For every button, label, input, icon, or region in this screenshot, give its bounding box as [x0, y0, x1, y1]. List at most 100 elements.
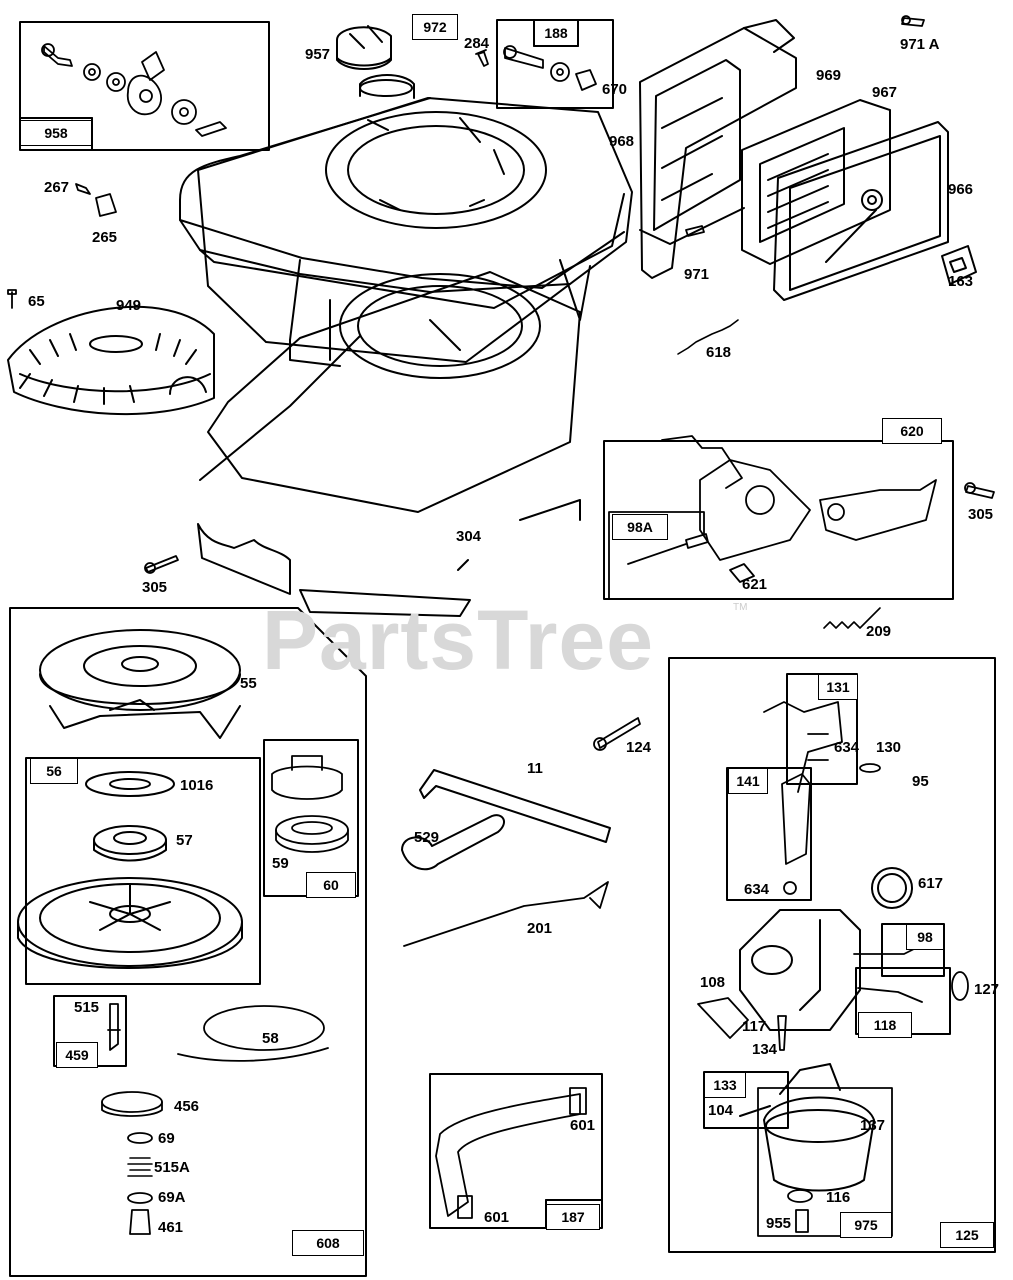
kit-958-parts: [41, 43, 227, 137]
label-108: 108: [700, 974, 726, 991]
kit-958-box: [19, 21, 270, 151]
label-305-right: 305: [968, 506, 994, 523]
label-98A: 98A: [612, 514, 668, 540]
screw-305-left: [144, 555, 179, 574]
kit-56-box: [25, 757, 261, 985]
label-966: 966: [948, 181, 974, 198]
label-131: 131: [818, 674, 858, 700]
label-634-upper: 634: [834, 739, 860, 756]
screw-124: [593, 717, 641, 751]
label-975: 975: [840, 1212, 892, 1238]
label-125: 125: [940, 1222, 994, 1248]
float-bowl-137: [739, 1063, 875, 1192]
kit-141-box: [726, 767, 812, 901]
label-163: 163: [948, 273, 974, 290]
washer-69: [127, 1132, 153, 1144]
label-188: 188: [534, 20, 578, 46]
label-95: 95: [912, 773, 929, 790]
label-972: 972: [412, 14, 458, 40]
carburetor-kit-125-box: [668, 657, 996, 1253]
label-515A: 515A: [154, 1159, 190, 1176]
label-98: 98: [906, 924, 944, 950]
blower-housing-304: [197, 271, 581, 617]
link-201: [403, 881, 609, 947]
carburetor-body: [739, 909, 861, 1031]
kit-188-parts: [475, 45, 597, 91]
kit-133-box: [703, 1071, 789, 1129]
watermark: PartsTree: [262, 593, 654, 687]
fuel-tank-housing: [179, 74, 633, 367]
fuel-line: [435, 1087, 587, 1219]
plate-108: [697, 997, 749, 1039]
dog-456: [101, 1091, 163, 1117]
kit-975-box: [757, 1087, 893, 1237]
air-cleaner-cover-966: [773, 121, 949, 301]
label-955: 955: [766, 1215, 792, 1232]
label-529: 529: [414, 829, 440, 846]
label-971: 971: [684, 266, 710, 283]
washer-1016: [85, 771, 175, 797]
label-620: 620: [882, 418, 942, 444]
kit-98A-box: [608, 511, 705, 599]
label-265: 265: [92, 229, 118, 246]
screw-305-right: [964, 482, 995, 499]
label-304: 304: [456, 528, 482, 545]
label-133: 133: [704, 1072, 746, 1098]
choke-shaft-131: [763, 701, 843, 793]
label-69: 69: [158, 1130, 175, 1147]
label-1016: 1016: [180, 777, 214, 794]
label-957: 957: [305, 46, 331, 63]
label-69A: 69A: [158, 1189, 186, 1206]
handle-60: [271, 755, 349, 853]
screw-955: [795, 1209, 809, 1233]
watermark-trademark: TM: [733, 602, 748, 613]
rope-58: [177, 1005, 329, 1062]
label-601-upper: 601: [570, 1117, 596, 1134]
gasket-617: [871, 867, 913, 909]
label-968: 968: [609, 133, 635, 150]
label-137: 137: [860, 1117, 886, 1134]
label-969: 969: [816, 67, 842, 84]
label-949: 949: [116, 297, 142, 314]
label-617: 617: [918, 875, 944, 892]
label-118: 118: [858, 1012, 912, 1038]
spring-618: [677, 319, 739, 355]
fuel-cap-957: [336, 25, 392, 70]
label-127: 127: [974, 981, 1000, 998]
air-cleaner-base-968: [639, 19, 797, 279]
wrench-529: [401, 814, 506, 871]
label-305-left: 305: [142, 579, 168, 596]
pulley-56: [17, 877, 243, 969]
spring-209: [823, 607, 881, 629]
spring-57: [93, 825, 167, 862]
pin-134: [777, 1015, 787, 1051]
label-187: 187: [546, 1204, 600, 1230]
label-515: 515: [74, 999, 100, 1016]
label-201: 201: [527, 920, 553, 937]
label-971A: 971 A: [900, 36, 940, 53]
washer-69A: [127, 1192, 153, 1204]
label-65: 65: [28, 293, 45, 310]
label-459: 459: [56, 1042, 98, 1068]
spring-515A: [127, 1157, 153, 1177]
label-58: 58: [262, 1030, 279, 1047]
label-958: 958: [20, 120, 92, 146]
label-456: 456: [174, 1098, 200, 1115]
label-56: 56: [30, 758, 78, 784]
throttle-shaft-141: [781, 773, 811, 895]
governor-kit-620-box: [603, 440, 954, 600]
label-104: 104: [708, 1102, 734, 1119]
screw-971: [685, 225, 705, 237]
label-608: 608: [292, 1230, 364, 1256]
label-59: 59: [272, 855, 289, 872]
label-55: 55: [240, 675, 257, 692]
label-267: 267: [44, 179, 70, 196]
screw-971A: [901, 15, 925, 27]
label-618: 618: [706, 344, 732, 361]
starter-kit-608-box: [9, 607, 367, 1277]
spring-515: [107, 1003, 121, 1051]
label-57: 57: [176, 832, 193, 849]
label-60: 60: [306, 872, 356, 898]
label-284: 284: [464, 35, 490, 52]
